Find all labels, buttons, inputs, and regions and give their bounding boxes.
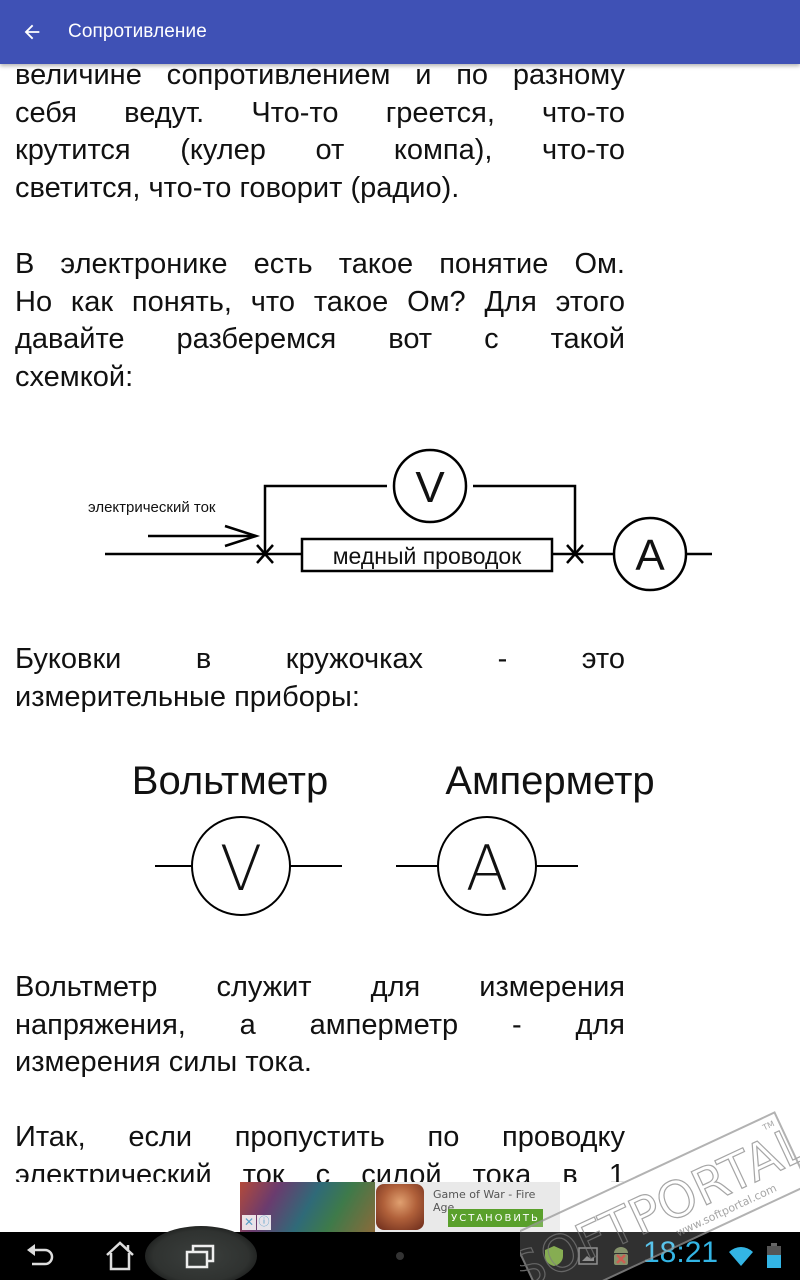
wifi-icon <box>729 1247 753 1266</box>
wire-top-right <box>473 484 577 554</box>
battery-icon <box>767 1243 781 1268</box>
voltmeter-label: Вольтметр <box>132 759 328 803</box>
ammeter-symbol: A <box>466 832 508 905</box>
nav-home-icon <box>106 1241 134 1271</box>
clock: 18:21 <box>643 1236 719 1269</box>
paragraph-4: Вольтметр служит для измерения напряжени… <box>15 969 625 1082</box>
close-icon[interactable]: ✕ <box>242 1215 256 1230</box>
resistor-label: медный проводок <box>333 543 522 569</box>
paragraph-2: В электронике есть такое понятие Ом. Но … <box>15 246 625 396</box>
ammeter-label: Амперметр <box>445 759 654 803</box>
ad-banner[interactable]: ✕ ⓘ Game of War - Fire Age УСТАНОВИТЬ <box>240 1182 560 1232</box>
app-bar: Сопротивление <box>0 0 800 64</box>
text-line: крутится (кулер от компа), что-то <box>15 134 625 166</box>
page-title: Сопротивление <box>68 21 207 42</box>
paragraph-5: Итак, если пропустить по проводку электр… <box>15 1119 625 1182</box>
voltmeter-circle <box>392 448 468 524</box>
ad-title: Game of War - Fire Age <box>433 1188 536 1214</box>
text-line: Буковки в кружочках - это <box>15 643 625 675</box>
voltmeter-symbol: V <box>415 463 445 512</box>
text-line: схемкой: <box>15 360 134 393</box>
ad-app-icon[interactable] <box>376 1184 424 1230</box>
security-shield-icon <box>545 1246 563 1266</box>
screenshot-icon <box>578 1247 598 1265</box>
text-line: Вольтметр служит для измерения <box>15 971 625 1003</box>
voltmeter-symbol: V <box>220 832 262 905</box>
ammeter-symbol: A <box>635 531 665 580</box>
text-line: Но как понять, что такое Ом? Для этого <box>15 285 625 318</box>
info-icon[interactable]: ⓘ <box>257 1215 271 1230</box>
nav-back-icon <box>27 1244 54 1266</box>
instruments-diagram: Вольтметр Амперметр V A <box>132 759 655 916</box>
text-line: В электронике есть такое понятие Ом. <box>15 248 625 280</box>
nav-back-button[interactable] <box>10 1232 70 1280</box>
paragraph-3: Буковки в кружочках - это измерительные … <box>15 641 625 716</box>
text-line: давайте разберемся вот с такой <box>15 323 625 355</box>
current-arrow-head <box>224 524 261 548</box>
nav-dot <box>396 1252 404 1260</box>
back-button[interactable] <box>0 0 68 64</box>
wire-top-left <box>263 484 387 554</box>
arrow-left-icon <box>24 24 40 40</box>
current-label: электрический ток <box>88 499 216 516</box>
text-line: величине сопротивлением и по разному <box>15 64 625 91</box>
article-content[interactable]: величине сопротивлением и по разному себ… <box>0 64 800 1182</box>
text-line: электрический ток с силой тока в 1 <box>15 1158 625 1183</box>
android-debug-icon <box>614 1247 628 1265</box>
text-line: Итак, если пропустить по проводку <box>15 1121 625 1153</box>
text-line: напряжения, а амперметр - для <box>15 1008 625 1041</box>
system-nav-bar: 18:21 <box>0 1226 800 1280</box>
text-line: измерительные приборы: <box>15 680 360 713</box>
watermark-url: www.softportal.com <box>674 1181 779 1239</box>
paragraph-1: величине сопротивлением и по разному себ… <box>15 64 625 207</box>
nav-recents-icon <box>185 1244 215 1269</box>
text-line: себя ведут. Что-то греется, что-то <box>15 96 625 129</box>
ad-install-button[interactable]: УСТАНОВИТЬ <box>448 1209 543 1227</box>
nav-recents-button[interactable] <box>170 1232 230 1280</box>
nav-home-button[interactable] <box>90 1232 150 1280</box>
circuit-diagram: электрический ток медный проводок V A <box>88 448 712 592</box>
text-line: измерения силы тока. <box>15 1046 312 1078</box>
text-line: светится, что-то говорит (радио). <box>15 171 460 204</box>
